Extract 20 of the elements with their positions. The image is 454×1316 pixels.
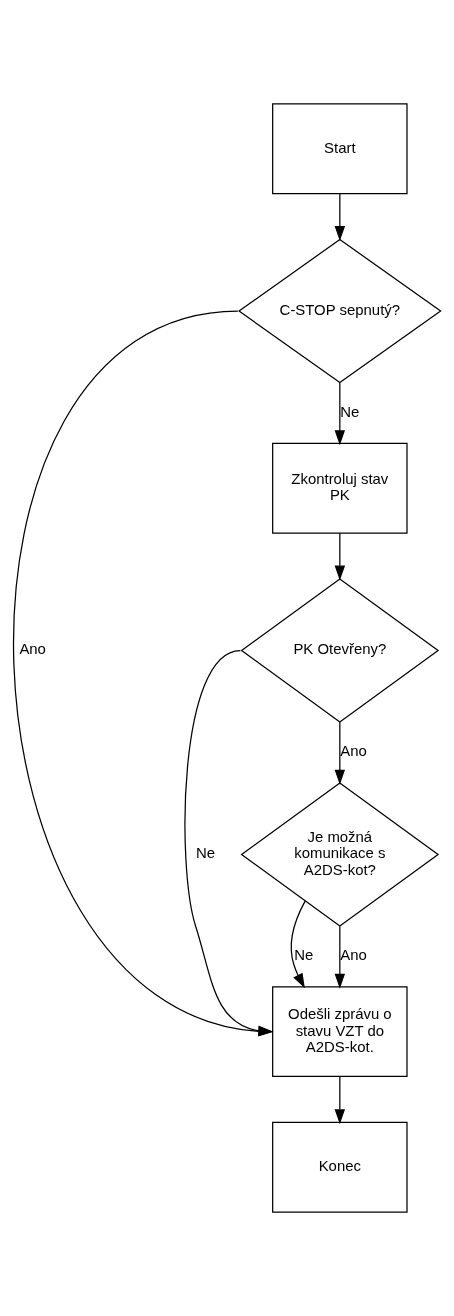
edge-label: Ne: [294, 946, 314, 964]
arrow: [334, 382, 346, 446]
node-box: Zkontroluj stav PK: [272, 442, 408, 534]
edge-label: Ne: [195, 844, 216, 862]
edge-label: Ano: [340, 742, 367, 760]
arrow: [334, 925, 346, 989]
node-diamond: PK Otevřeny?: [240, 578, 440, 723]
node-box: Start: [272, 103, 408, 195]
node-box: Konec: [272, 1121, 408, 1213]
node-box: Odešli zprávu o stavu VZT do A2DS-kot.: [272, 986, 408, 1078]
edge-label: Ne: [340, 402, 360, 420]
edge-label: Ano: [340, 946, 367, 964]
arrow: [334, 532, 346, 581]
node-diamond: Je možná komunikace s A2DS-kot?: [240, 782, 440, 927]
edge-label: Ano: [19, 640, 46, 658]
node-diamond: C-STOP sepnutý?: [237, 238, 442, 384]
arrow: [334, 193, 346, 241]
arrow: [290, 900, 306, 989]
arrow: [334, 721, 346, 785]
arrow: [334, 1075, 346, 1125]
